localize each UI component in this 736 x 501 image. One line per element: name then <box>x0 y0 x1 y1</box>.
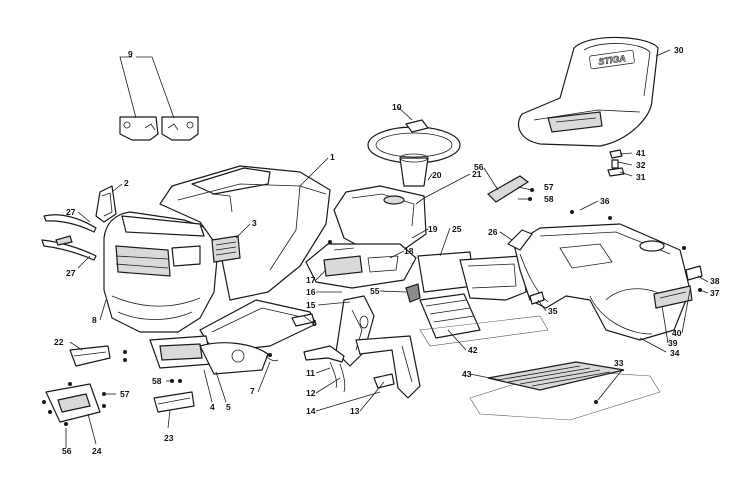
callout-11: 11 <box>306 368 315 378</box>
callout-12: 12 <box>306 388 316 398</box>
callout-18: 18 <box>404 246 414 256</box>
callout-56: 56 <box>62 446 72 456</box>
part-24-side-step <box>45 383 101 423</box>
part-42-floor-mat <box>419 293 549 347</box>
part-13-14-bracket <box>355 335 421 399</box>
callout-43: 43 <box>462 369 472 379</box>
callout-25: 25 <box>452 224 462 234</box>
callout-22: 22 <box>54 337 64 347</box>
callout-26: 26 <box>488 227 498 237</box>
callout-41: 41 <box>636 148 646 158</box>
callout-9: 9 <box>128 49 133 59</box>
callout-16: 16 <box>306 287 316 297</box>
callout-30: 30 <box>674 45 684 55</box>
part-23-footrest <box>153 391 195 413</box>
callout-8: 8 <box>92 315 97 325</box>
part-10-20-steering <box>367 119 461 187</box>
part-1-hood <box>159 165 331 301</box>
callout-58: 58 <box>544 194 554 204</box>
callout-14: 14 <box>306 406 316 416</box>
callout-15: 15 <box>306 300 316 310</box>
callout-27: 27 <box>66 207 76 217</box>
callout-5: 5 <box>226 402 231 412</box>
fasteners <box>42 188 702 426</box>
callout-6: 6 <box>312 318 317 328</box>
seat-logo-text: STIGA <box>598 53 627 67</box>
part-17-dash-panel <box>305 243 417 289</box>
part-26-fender-edge <box>507 229 533 251</box>
callout-27: 27 <box>66 268 76 278</box>
callout-36: 36 <box>600 196 610 206</box>
callout-17: 17 <box>306 275 316 285</box>
callout-4: 4 <box>210 402 215 412</box>
callout-39: 39 <box>668 338 678 348</box>
part-3-side-vent <box>211 235 241 263</box>
callout-3: 3 <box>252 218 257 228</box>
part-9-decals <box>119 116 199 141</box>
part-8-front-grille <box>103 211 219 333</box>
part-11-12-levers <box>303 345 346 393</box>
seat-logo: STIGA <box>589 49 635 70</box>
leader-lines <box>65 49 709 448</box>
callout-56: 56 <box>474 162 484 172</box>
callout-32: 32 <box>636 160 646 170</box>
callout-1: 1 <box>330 152 335 162</box>
callout-7: 7 <box>250 386 255 396</box>
callout-57: 57 <box>120 389 130 399</box>
callout-33: 33 <box>614 358 624 368</box>
part-25-tray <box>417 251 527 301</box>
callout-2: 2 <box>124 178 129 188</box>
callout-34: 34 <box>670 348 680 358</box>
callout-19: 19 <box>428 224 438 234</box>
part-30-seat: STIGA <box>518 36 659 147</box>
callout-24: 24 <box>92 446 102 456</box>
callout-58: 58 <box>152 376 162 386</box>
part-43-floor-mat <box>469 361 661 421</box>
callout-10: 10 <box>392 102 402 112</box>
part-34-rear-fender <box>513 223 691 341</box>
callout-40: 40 <box>672 328 682 338</box>
callout-23: 23 <box>164 433 174 443</box>
callout-13: 13 <box>350 406 360 416</box>
part-35-clip <box>529 291 545 305</box>
callout-31: 31 <box>636 172 646 182</box>
part-39-40-hitch <box>653 265 703 309</box>
part-27-headlight-trims <box>41 214 97 261</box>
callout-42: 42 <box>468 345 478 355</box>
callout-35: 35 <box>548 306 558 316</box>
callout-21: 21 <box>472 169 482 179</box>
part-55-knob <box>405 283 421 303</box>
callout-57: 57 <box>544 182 554 192</box>
callout-20: 20 <box>432 170 442 180</box>
part-2-hood-insert <box>95 185 117 223</box>
part-56-trim-strip <box>487 175 530 203</box>
callout-38: 38 <box>710 276 720 286</box>
part-22-footrest <box>69 345 111 367</box>
part-31-32-41-bolts <box>607 149 625 177</box>
callout-55: 55 <box>370 286 380 296</box>
part-4-5-chassis <box>149 299 317 375</box>
part-21-console <box>333 185 427 253</box>
callout-37: 37 <box>710 288 720 298</box>
